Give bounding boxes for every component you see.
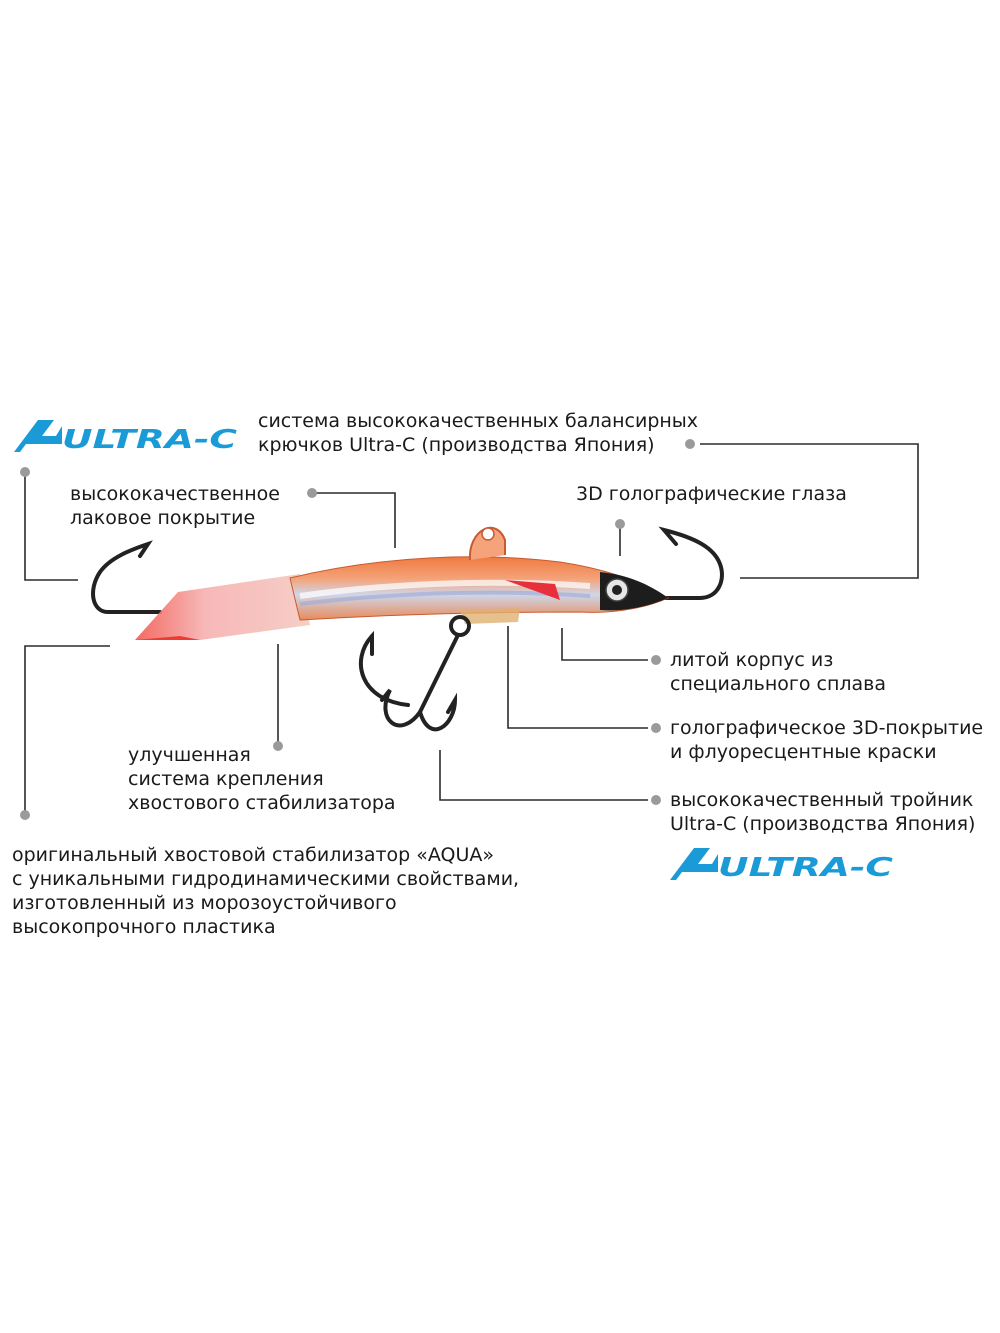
callout-aqua-tail-line4: высокопрочного пластика <box>12 916 276 938</box>
treble-hook <box>358 615 471 732</box>
callout-treble-hook-line2: Ultra-C (производства Япония) <box>670 813 976 835</box>
leader-dots <box>20 439 695 820</box>
leader-aqua <box>24 645 110 815</box>
leader-treble <box>439 750 648 801</box>
callout-aqua-tail: оригинальный хвостовой стабилизатор «AQU… <box>12 843 519 939</box>
leader-body <box>561 628 648 661</box>
lure-illustration <box>91 526 724 732</box>
leader-hooks-system <box>700 443 919 579</box>
callout-body: литой корпус из специального сплава <box>670 648 886 696</box>
callout-tail-mount: улучшенная система крепления хвостового … <box>128 743 396 815</box>
callout-tail-mount-line3: хвостового стабилизатора <box>128 792 396 814</box>
callout-eyes: 3D голографические глаза <box>576 482 847 506</box>
callout-aqua-tail-line3: изготовленный из морозоустойчивого <box>12 892 397 914</box>
callout-holo-coating-line1: голографическое 3D-покрытие <box>670 717 984 739</box>
ultra-c-logo-bottom: ULTRA-C <box>668 846 898 886</box>
logo-text-bottom: ULTRA-C <box>718 853 893 882</box>
tail-stabilizer <box>135 574 310 640</box>
callout-tail-mount-line1: улучшенная <box>128 744 251 766</box>
callout-holo-coating: голографическое 3D-покрытие и флуоресцен… <box>670 716 983 764</box>
pectoral-fin <box>505 580 560 600</box>
leader-rear-hook <box>24 472 78 581</box>
callout-treble-hook: высококачественный тройник Ultra-C (прои… <box>670 788 975 836</box>
callout-eyes-line1: 3D голографические глаза <box>576 483 847 505</box>
front-hook <box>658 526 724 600</box>
callout-aqua-tail-line2: с уникальными гидродинамическими свойств… <box>12 868 520 890</box>
callout-hooks-system-line2: крючков Ultra-C (производства Япония) <box>258 434 655 456</box>
rear-hook <box>91 540 162 614</box>
callout-tail-mount-line2: система крепления <box>128 768 324 790</box>
logo-text-top: ULTRA-C <box>62 425 237 454</box>
callout-aqua-tail-line1: оригинальный хвостовой стабилизатор «AQU… <box>12 844 495 866</box>
callout-body-line2: специального сплава <box>670 673 887 695</box>
ultra-c-logo-top: ULTRA-C <box>12 418 242 458</box>
callout-lacquer: высококачественное лаковое покрытие <box>70 482 280 530</box>
callout-hooks-system: система высококачественных балансирных к… <box>258 409 698 457</box>
callout-lacquer-line1: высококачественное <box>70 483 280 505</box>
callout-holo-coating-line2: и флуоресцентные краски <box>670 741 937 763</box>
callout-hooks-system-line1: система высококачественных балансирных <box>258 410 699 432</box>
leader-lacquer <box>312 492 396 548</box>
callout-treble-hook-line1: высококачественный тройник <box>670 789 974 811</box>
callout-lacquer-line2: лаковое покрытие <box>70 507 256 529</box>
leader-lines <box>24 443 919 815</box>
callout-body-line1: литой корпус из <box>670 649 834 671</box>
leader-holo <box>507 626 648 729</box>
